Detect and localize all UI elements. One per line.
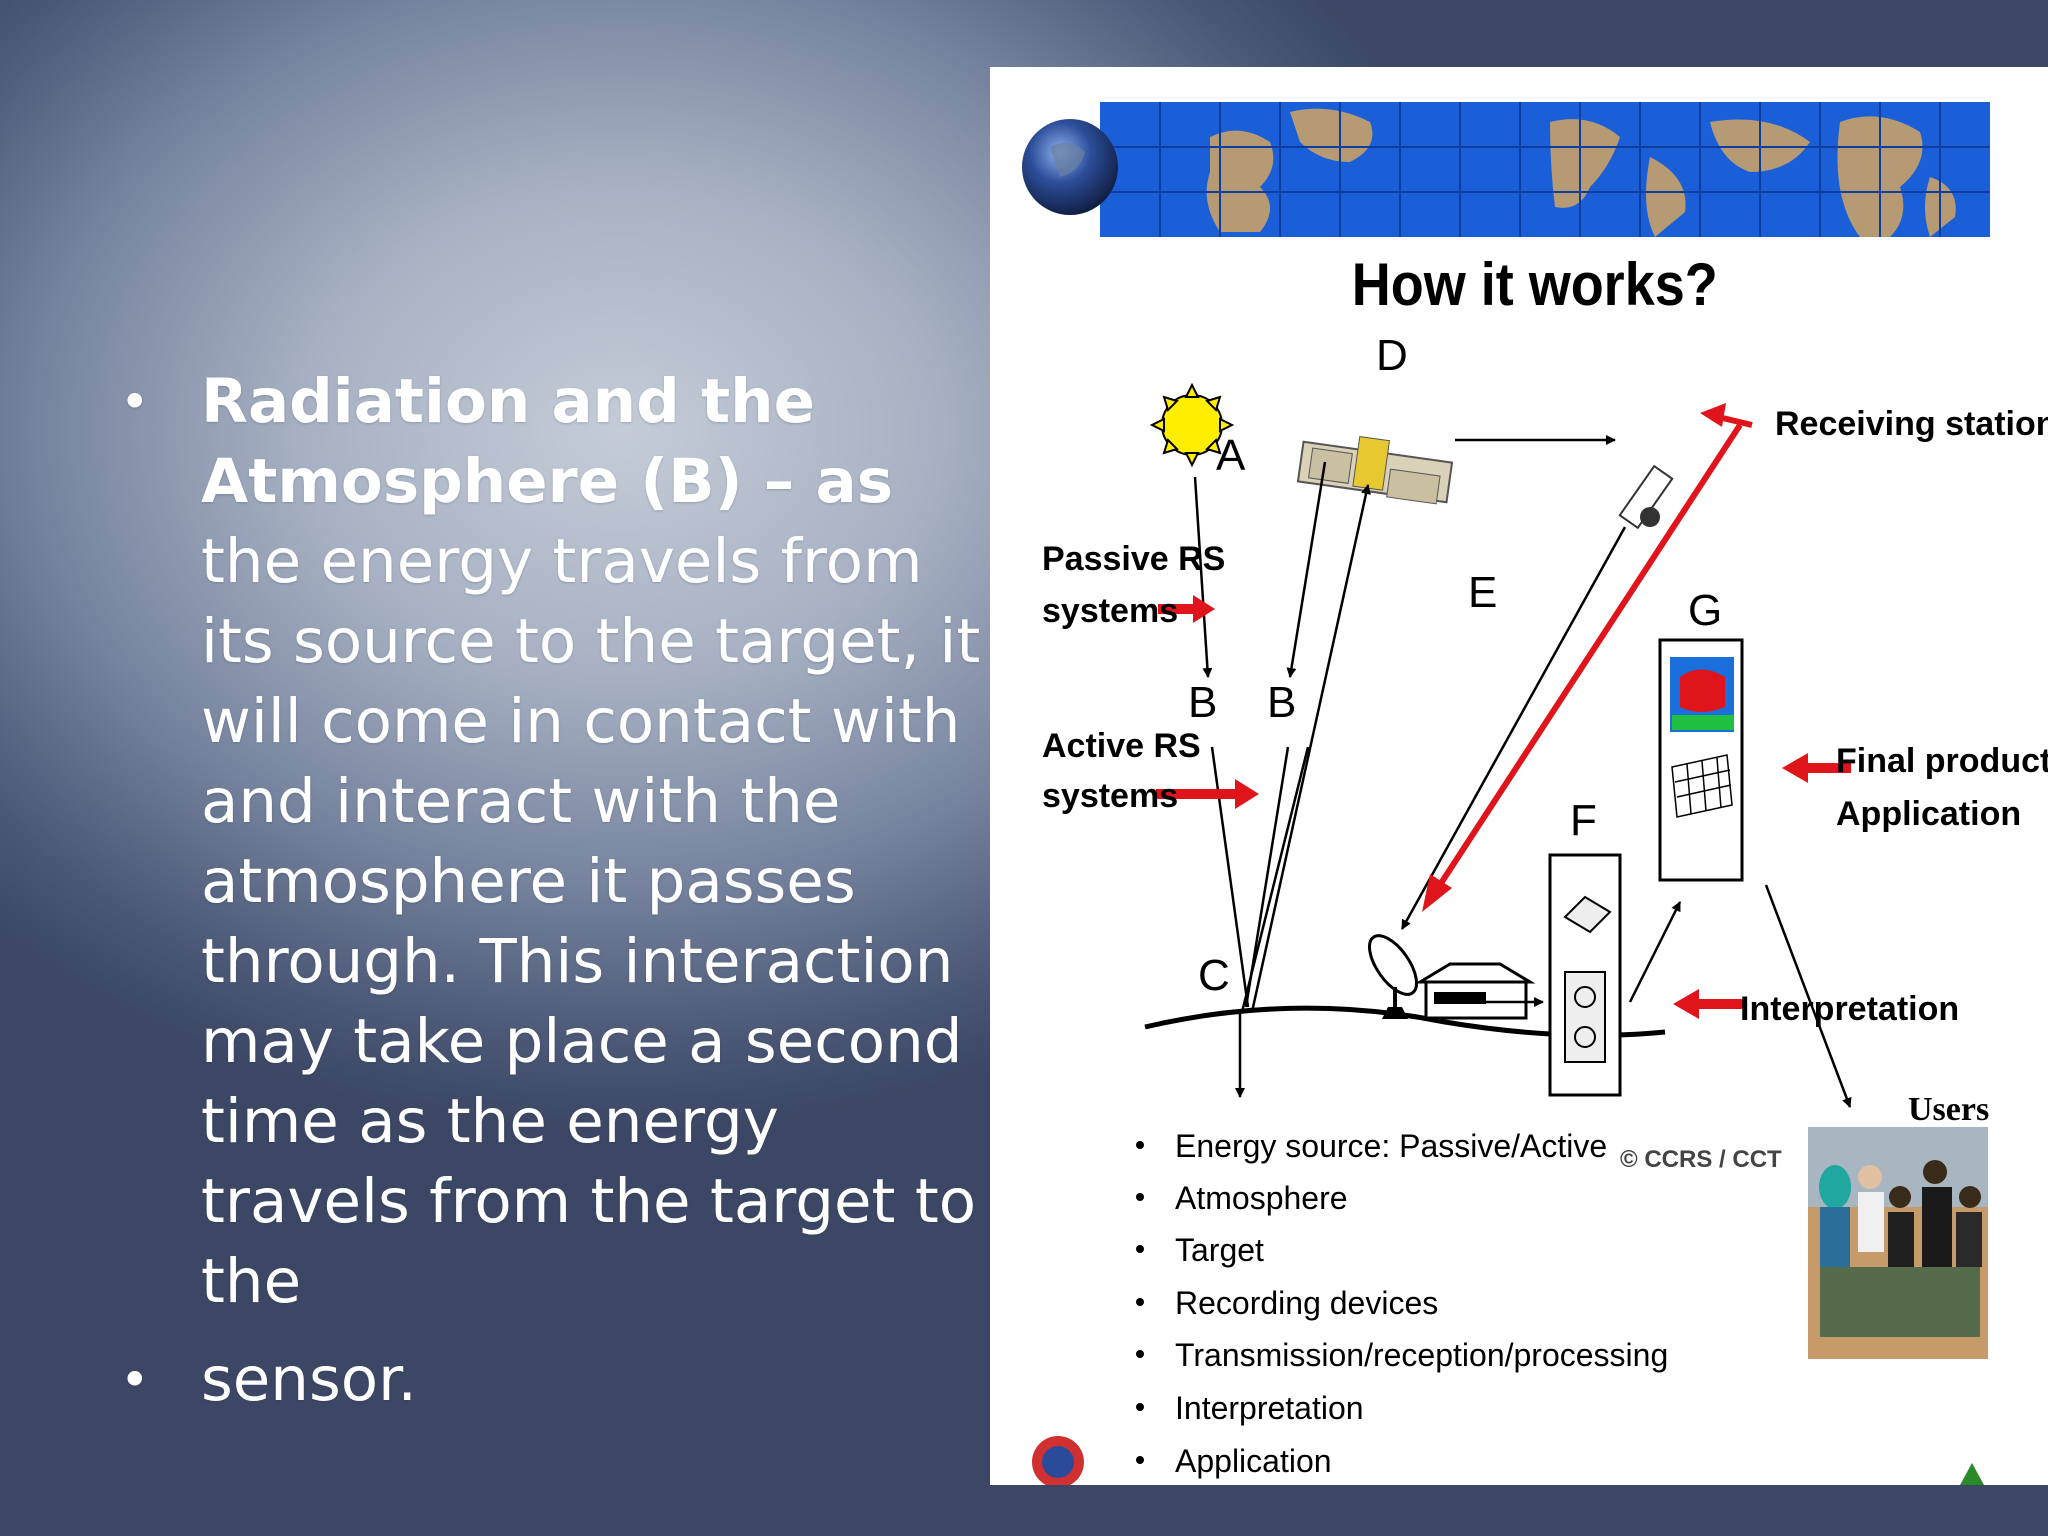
legend-bullet xyxy=(1136,1350,1144,1358)
sun-icon xyxy=(1149,382,1235,468)
legend-bullet xyxy=(1136,1245,1144,1253)
legend-bullet xyxy=(1136,1403,1144,1411)
final-product-box xyxy=(1658,638,1744,882)
credit-label: © CCRS / CCT xyxy=(1620,1146,1782,1173)
final-product-label-2: Application xyxy=(1836,795,2021,833)
legend-item: Energy source: Passive/Active xyxy=(1175,1128,1607,1164)
world-map-banner xyxy=(1100,102,1990,237)
legend-bullet xyxy=(1136,1456,1144,1464)
relay-satellite-icon xyxy=(1618,464,1674,530)
label-a: A xyxy=(1216,431,1246,480)
bullet-dot: • xyxy=(120,1351,150,1409)
bullet-item: • Radiation and the Atmosphere (B) – as … xyxy=(118,362,998,1322)
legend-bullet xyxy=(1136,1141,1144,1149)
final-product-label-1: Final product xyxy=(1836,742,2048,780)
passive-rs-label-2: systems xyxy=(1042,592,1178,630)
bullet-text: sensor. xyxy=(201,1344,417,1415)
dish-antenna-icon xyxy=(1368,934,1418,1019)
slide-text: • Radiation and the Atmosphere (B) – as … xyxy=(118,362,998,1420)
label-d: D xyxy=(1376,331,1408,380)
legend-item: Transmission/reception/processing xyxy=(1175,1337,1668,1373)
legend-item: Recording devices xyxy=(1175,1285,1438,1321)
passive-rs-label-1: Passive RS xyxy=(1042,540,1225,578)
seal-logo-icon xyxy=(1032,1436,1084,1485)
satellite-icon xyxy=(1296,435,1454,505)
recording-devices-box xyxy=(1548,853,1622,1097)
label-g: G xyxy=(1688,586,1722,635)
bullet-item: • sensor. xyxy=(118,1340,998,1420)
figure-diagram: How it works? xyxy=(1022,102,2048,1485)
label-b2: B xyxy=(1267,678,1296,727)
label-f: F xyxy=(1570,796,1597,845)
legend-item: Application xyxy=(1175,1443,1332,1479)
legend-bullet xyxy=(1136,1193,1144,1201)
legend-item: Target xyxy=(1175,1232,1264,1268)
active-rs-label-1: Active RS xyxy=(1042,727,1201,765)
label-e: E xyxy=(1468,568,1497,617)
bullet-text: the energy travels from its source to th… xyxy=(201,526,981,1317)
remote-sensing-figure: How it works? xyxy=(990,67,2048,1485)
users-photo xyxy=(1808,1127,1988,1359)
legend-item: Interpretation xyxy=(1175,1390,1364,1426)
bullet-dot: • xyxy=(120,373,150,431)
figure-title: How it works? xyxy=(1352,251,1718,318)
interpretation-label: Interpretation xyxy=(1740,990,1959,1028)
ground-station-icon xyxy=(1414,962,1536,1020)
tree-logo-icon xyxy=(1960,1463,1984,1485)
users-label: Users xyxy=(1908,1091,1989,1128)
globe-icon xyxy=(1022,119,1118,215)
bullet-bold-text: Radiation and the Atmosphere (B) – as xyxy=(201,366,893,517)
label-b1: B xyxy=(1188,678,1217,727)
legend-bullet xyxy=(1136,1298,1144,1306)
legend-item: Atmosphere xyxy=(1175,1180,1348,1216)
receiving-stations-label: Receiving stations xyxy=(1775,405,2048,443)
label-c: C xyxy=(1198,951,1230,1000)
active-rs-label-2: systems xyxy=(1042,777,1178,815)
